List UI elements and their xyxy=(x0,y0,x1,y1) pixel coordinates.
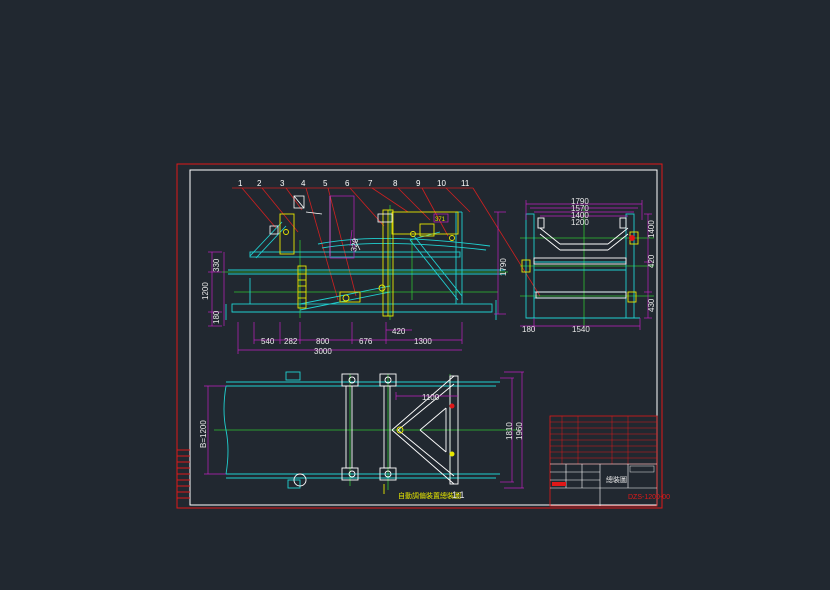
title-block-fills xyxy=(552,465,655,486)
dim-1200: 1200 xyxy=(201,282,210,300)
balloon-10: 10 xyxy=(437,179,446,188)
dim-800: 800 xyxy=(316,337,330,346)
dim-side-1790: 1790 xyxy=(571,197,589,206)
balloon-5: 5 xyxy=(323,179,328,188)
dim-320: 320 xyxy=(349,237,360,252)
plan-view: B=1200 1100 1810 1960 自動調偏裝置總裝圖 1:1 xyxy=(199,371,524,500)
balloon-numbers: 1 2 3 4 5 6 7 8 9 10 11 xyxy=(238,179,470,188)
balloon-11: 11 xyxy=(461,179,470,188)
dim-belt-width: B=1200 xyxy=(199,420,208,448)
drawing-number: DZS-1200-00 xyxy=(628,494,670,501)
plan-caption: 自動調偏裝置總裝圖 1:1 xyxy=(398,490,465,500)
sheet-border xyxy=(176,163,663,509)
dimension-texts: 540 282 800 676 1300 3000 420 320 330 12… xyxy=(201,217,508,356)
dim-side-right-430: 430 xyxy=(647,298,656,312)
dimension-lines xyxy=(208,195,506,354)
dim-330: 330 xyxy=(212,258,221,272)
front-view: 1 2 3 4 5 6 7 8 9 10 11 xyxy=(201,179,541,356)
balloon-3: 3 xyxy=(280,179,285,188)
dim-side-1570: 1570 xyxy=(571,204,589,213)
dim-1100: 1100 xyxy=(422,393,440,402)
balloon-9: 9 xyxy=(416,179,421,188)
side-dimensions xyxy=(520,200,652,330)
dim-1790: 1790 xyxy=(499,258,508,276)
tag-371: 371 xyxy=(435,217,446,223)
dim-676: 676 xyxy=(359,337,373,346)
plan-parts xyxy=(383,403,455,494)
side-dimension-texts: 1790 1570 1400 1200 180 1540 1400 420 43… xyxy=(522,197,656,334)
side-parts xyxy=(521,231,639,303)
dim-side-180: 180 xyxy=(522,325,536,334)
dim-180: 180 xyxy=(212,310,221,324)
plan-caption-text: 自動調偏裝置總裝圖 xyxy=(398,491,461,500)
plan-dimension-texts: B=1200 1100 1810 1960 xyxy=(199,393,524,448)
dim-3000: 3000 xyxy=(314,347,332,356)
dim-1810: 1810 xyxy=(505,422,514,440)
dim-side-right-420: 420 xyxy=(647,254,656,268)
plan-dimensions xyxy=(204,371,524,489)
plan-scale: 1:1 xyxy=(452,490,465,500)
dim-420: 420 xyxy=(392,327,406,336)
side-rollers xyxy=(533,217,629,299)
plan-frame xyxy=(293,373,459,487)
balloon-leaders xyxy=(232,187,541,301)
title-block-frame xyxy=(549,415,658,507)
balloon-7: 7 xyxy=(368,179,373,188)
title-block-lower xyxy=(550,463,657,506)
dim-282: 282 xyxy=(284,337,298,346)
balloon-1: 1 xyxy=(238,179,243,188)
centerlines xyxy=(222,205,508,320)
title-block: 總裝圖 DZS-1200-00 xyxy=(549,415,670,507)
balloon-8: 8 xyxy=(393,179,398,188)
binding-margin-marks xyxy=(177,449,190,499)
dim-side-right-1400: 1400 xyxy=(647,220,656,238)
balloon-2: 2 xyxy=(257,179,262,188)
part-outlines xyxy=(279,209,459,317)
dim-side-1400: 1400 xyxy=(571,211,589,220)
drawing-frame xyxy=(189,169,658,506)
dim-side-1540: 1540 xyxy=(572,325,590,334)
balloon-6: 6 xyxy=(345,179,350,188)
plan-centerlines xyxy=(214,374,520,490)
balloon-4: 4 xyxy=(301,179,306,188)
drawing-name: 總裝圖 xyxy=(606,475,627,484)
title-block-grid xyxy=(550,416,657,465)
dim-540: 540 xyxy=(261,337,275,346)
dim-1960: 1960 xyxy=(515,422,524,440)
dim-side-1200: 1200 xyxy=(571,218,589,227)
dim-1300: 1300 xyxy=(414,337,432,346)
frame-members xyxy=(225,211,505,320)
side-view: 1790 1570 1400 1200 180 1540 1400 420 43… xyxy=(520,197,656,334)
